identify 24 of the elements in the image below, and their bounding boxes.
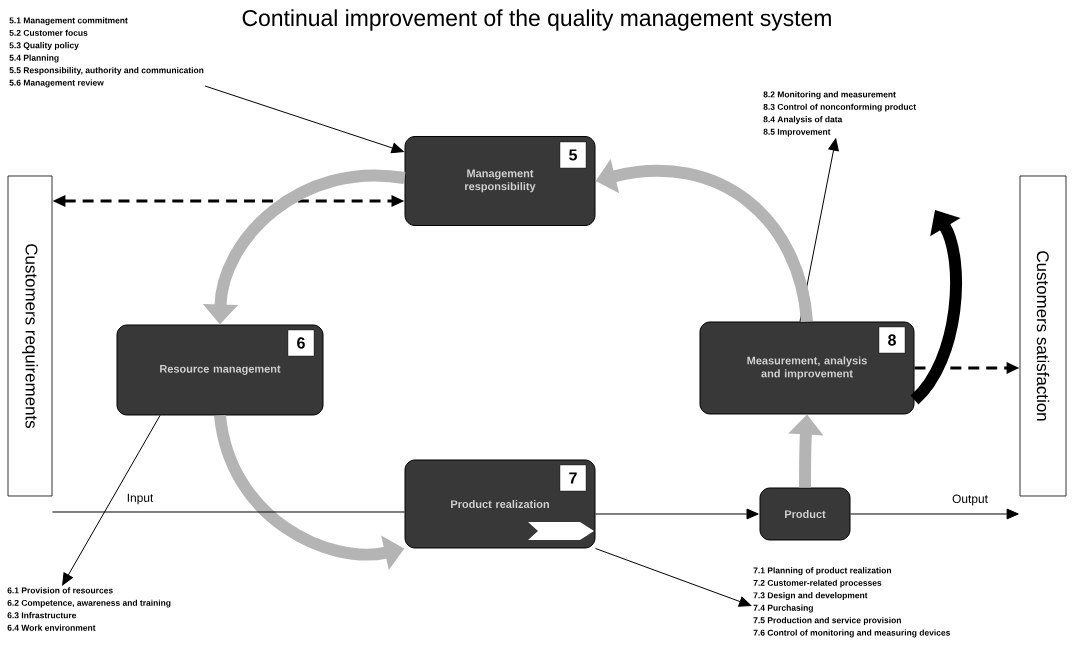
process-arrow bbox=[910, 210, 962, 405]
arrow bbox=[595, 508, 759, 520]
step-number: 6 bbox=[287, 329, 315, 357]
clause-list: 6.1 Provision of resources 6.2 Competence, awareness and training 6.3 Infrastructure 6.4 Work environment bbox=[7, 587, 171, 631]
step-number: 7 bbox=[559, 464, 587, 492]
step-number: 5 bbox=[559, 141, 587, 169]
step-number: 8 bbox=[878, 326, 906, 354]
edge-label: Input bbox=[125, 492, 155, 506]
clause-list: 7.1 Planning of product realization 7.2 Customer-related processes 7.3 Design and development 7.4 Purchasing 7.5 Production and service provision 7.6 Control of monitoring and measuring devices bbox=[753, 567, 950, 638]
leader-line bbox=[62, 415, 161, 586]
process-box: Resource management 6 bbox=[116, 324, 324, 416]
side-box: Customers satisfaction bbox=[1019, 175, 1067, 497]
edge-label: Output bbox=[951, 493, 989, 507]
process-box: Product realization 7 bbox=[404, 459, 596, 549]
title: Continual improvement of the quality management system bbox=[242, 9, 831, 31]
leader-line bbox=[595, 548, 752, 607]
side-box: Customers requirements bbox=[7, 175, 53, 497]
clause-list: 8.2 Monitoring and measurement 8.3 Control of nonconforming product 8.4 Analysis of data 8.5 Improvement bbox=[763, 91, 916, 137]
process-box: Management responsibility 5 bbox=[404, 136, 596, 226]
arrow bbox=[850, 508, 1019, 520]
leader-line bbox=[204, 85, 404, 154]
clause-list: 5.1 Management commitment 5.2 Customer focus 5.3 Quality policy 5.4 Planning 5.5 Responsibility, authority and communication 5.6 Management review bbox=[9, 17, 204, 88]
product-box: Product bbox=[759, 487, 851, 541]
process-box: Measurement, analysis and improvement 8 bbox=[699, 321, 915, 415]
